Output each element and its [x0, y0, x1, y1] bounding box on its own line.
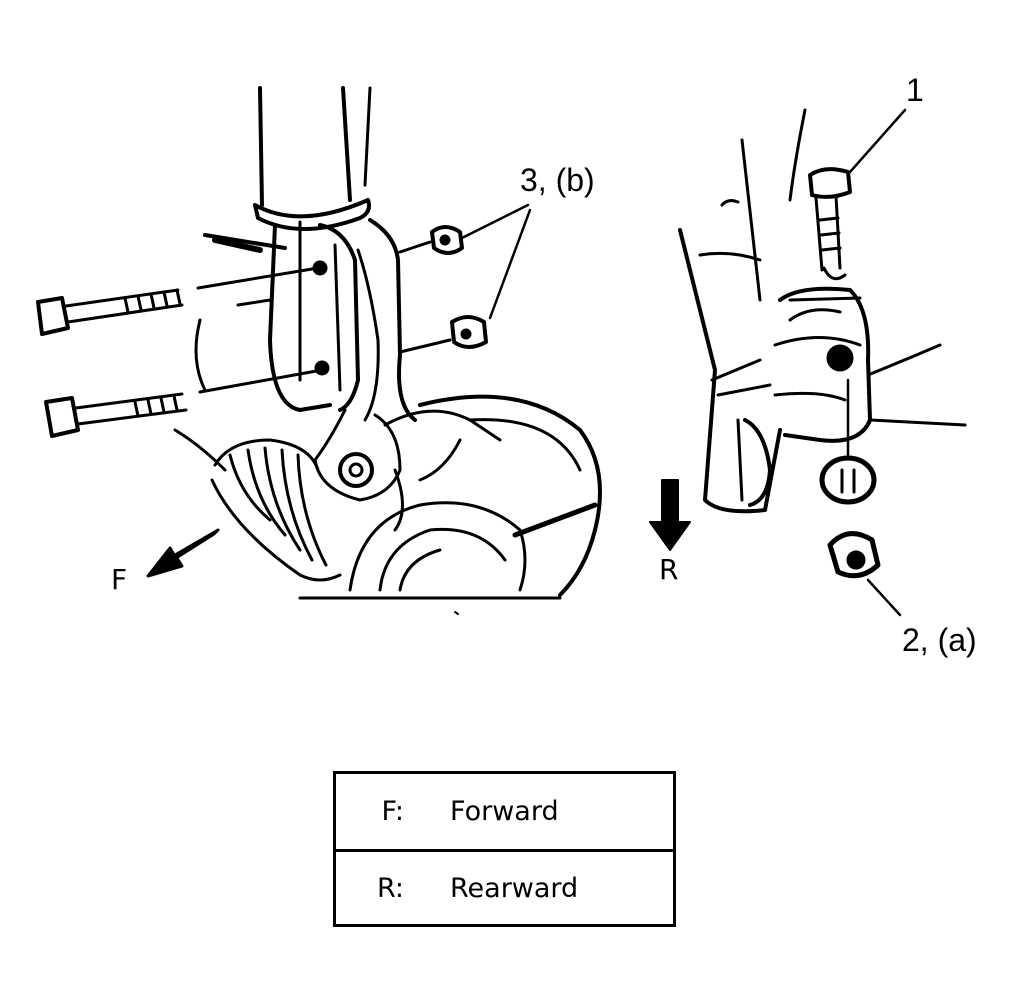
strut-nut-upper [398, 225, 464, 255]
legend-key: F: [381, 796, 404, 827]
legend-row-forward: F: Forward [336, 774, 673, 849]
driveshaft-boot [173, 318, 342, 582]
callout-part1: 1 [906, 72, 924, 108]
left-strut-assembly [203, 86, 502, 532]
brake-disc-hub [298, 394, 602, 600]
strut-bolt-upper [36, 266, 320, 336]
callout-part2: 2, (a) [902, 622, 977, 658]
forward-label: F [111, 563, 128, 596]
legend-key: R: [376, 872, 404, 904]
callout-part3: 3, (b) [520, 162, 595, 198]
leader-line-part3 [460, 203, 532, 320]
stabilizer-link-assembly [678, 108, 967, 617]
legend-table: F: Forward R: Rearward [333, 771, 676, 927]
forward-arrow-icon [146, 528, 220, 578]
strut-bolt-lower [44, 368, 324, 438]
legend-description: Rearward [450, 872, 579, 904]
rearward-arrow-icon [649, 479, 691, 551]
legend-description: Forward [450, 796, 559, 827]
rearward-label: R [659, 553, 679, 586]
legend-row-rearward: R: Rearward [336, 849, 673, 924]
strut-nut-lower [398, 315, 488, 354]
